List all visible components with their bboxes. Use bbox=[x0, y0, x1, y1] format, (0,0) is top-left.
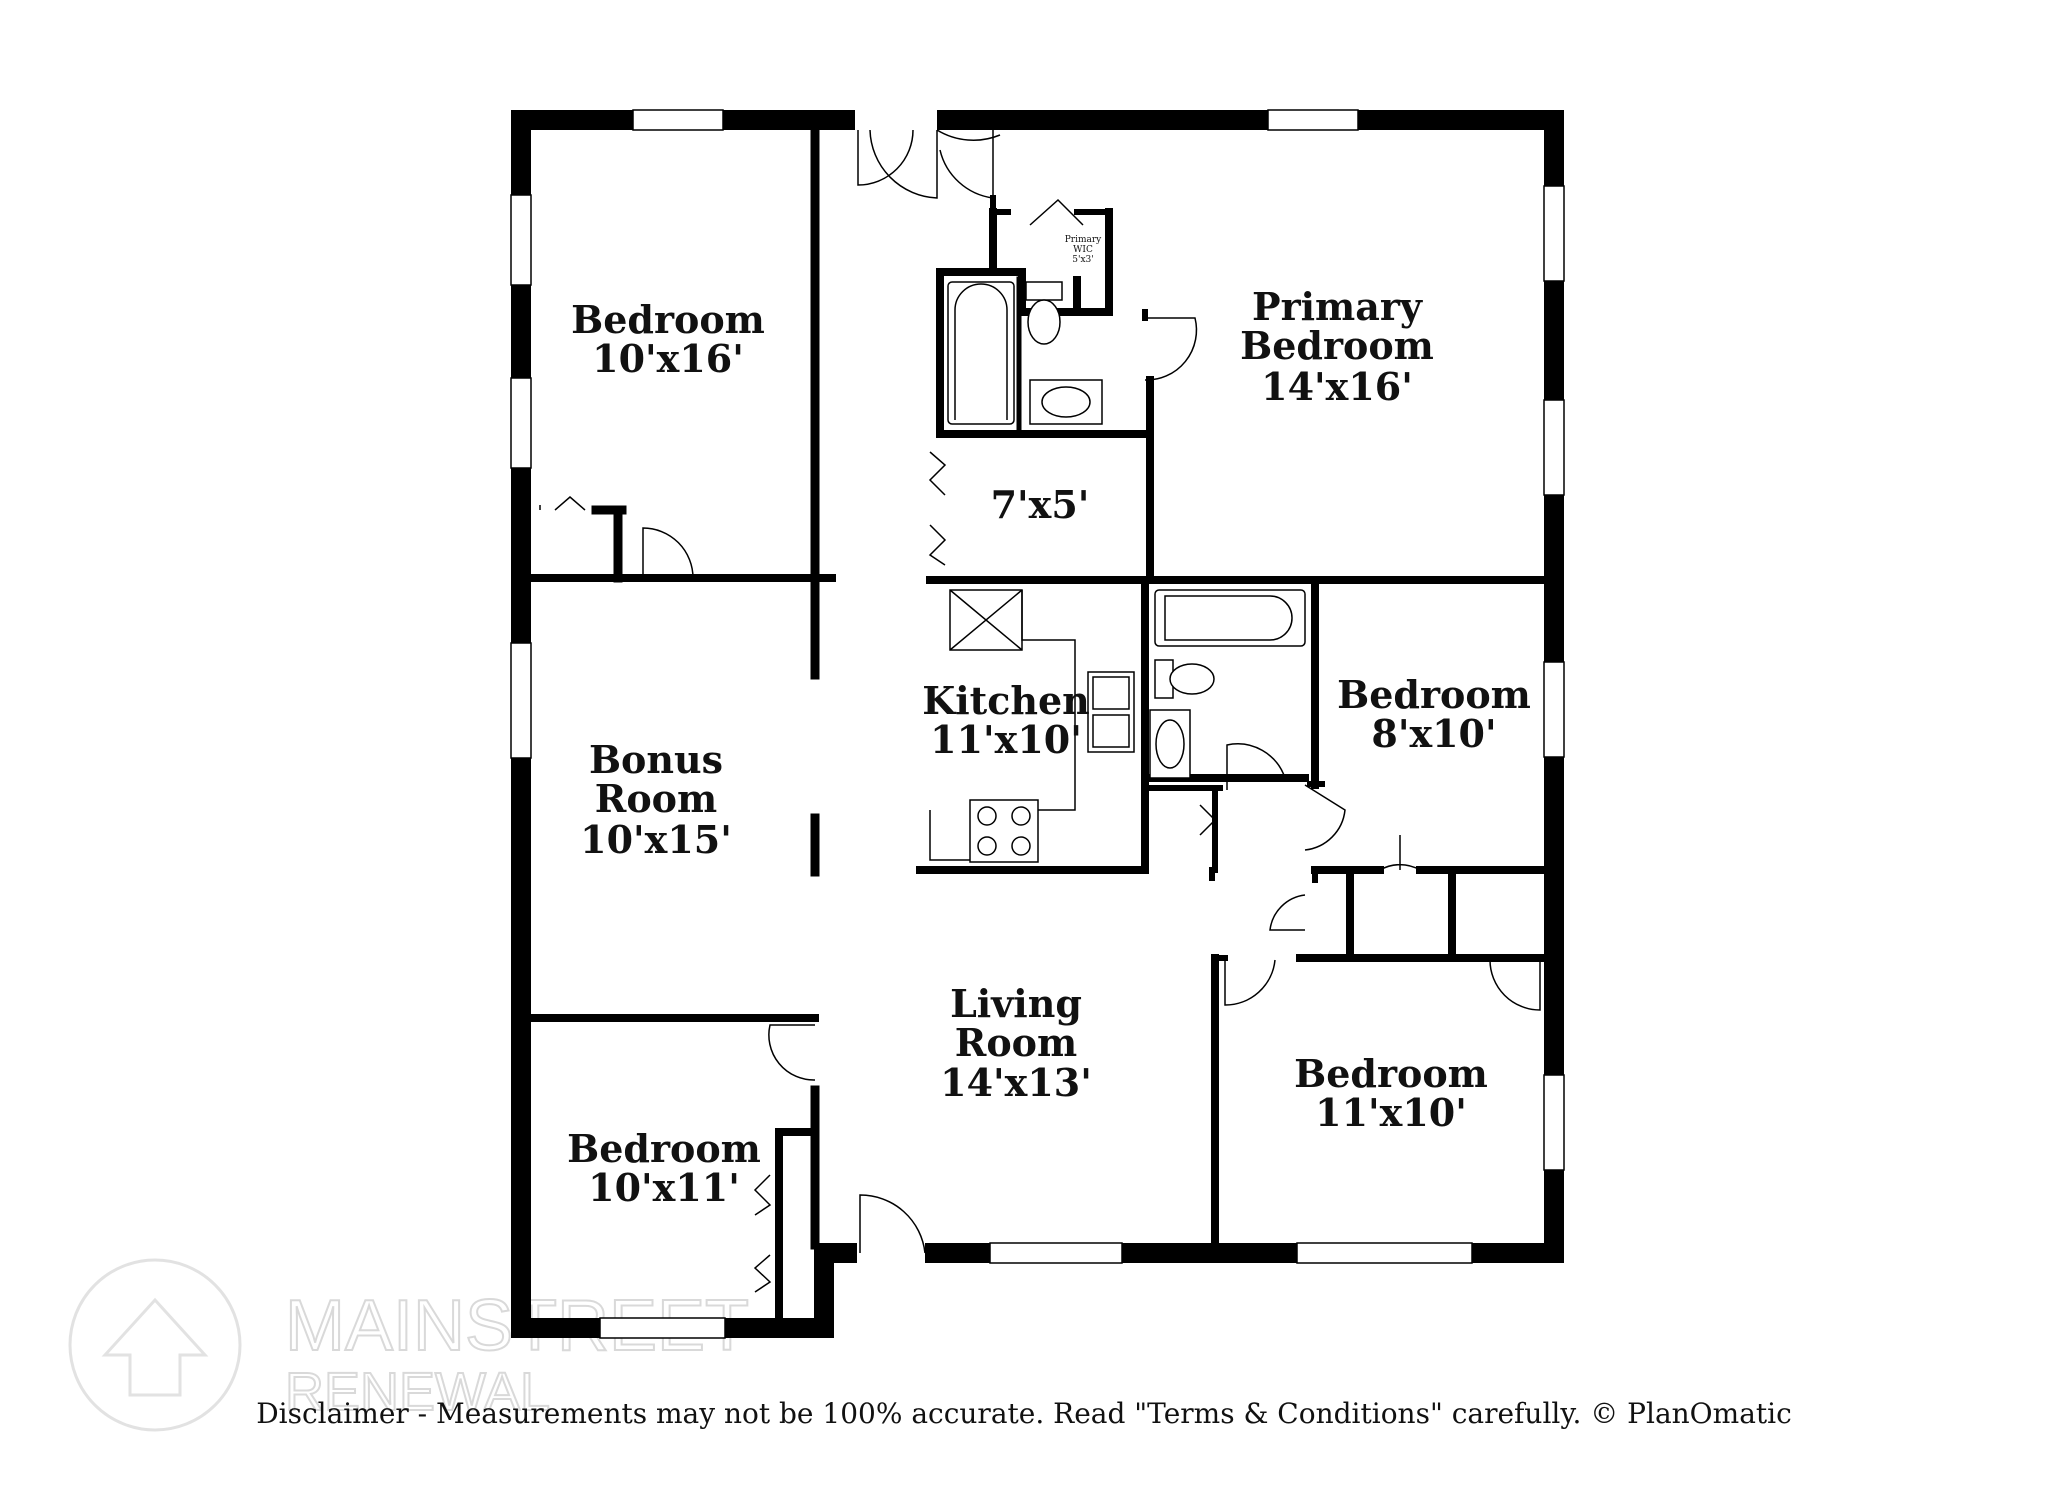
room-name-primary-wic-line1: Primary bbox=[1065, 235, 1102, 245]
window bbox=[1543, 399, 1565, 496]
room-name-bedroom-e: Bedroom bbox=[1337, 672, 1531, 717]
windows bbox=[510, 109, 1565, 1339]
door-swing bbox=[857, 129, 914, 186]
room-size-kitchen: 11'x10' bbox=[930, 717, 1082, 762]
room-name-living-line1: Living bbox=[950, 981, 1082, 1026]
room-size-bonus: 10'x15' bbox=[580, 817, 732, 862]
bathtub-icon bbox=[1154, 589, 1306, 647]
room-size-primary-wic: 5'x3' bbox=[1072, 255, 1093, 265]
counter bbox=[929, 590, 1076, 861]
room-name-bonus-line1: Bonus bbox=[589, 737, 723, 782]
room-name-bonus-line2: Room bbox=[595, 776, 717, 821]
watermark-logo-icon bbox=[68, 1258, 242, 1432]
room-labels: Bedroom 10'x16' Primary Bedroom 14'x16' … bbox=[567, 235, 1531, 1210]
room-size-bedroom-e: 8'x10' bbox=[1371, 711, 1496, 756]
room-size-bedroom-nw: 10'x16' bbox=[592, 336, 744, 381]
room-size-closet: 7'x5' bbox=[991, 482, 1090, 527]
fixtures bbox=[929, 281, 1306, 863]
bathtub-icon bbox=[947, 281, 1015, 425]
room-name-primary-wic-line2: WIC bbox=[1073, 245, 1093, 255]
window bbox=[510, 377, 532, 469]
watermark-line2: RENEWAL bbox=[285, 1362, 550, 1422]
room-name-bedroom-se: Bedroom bbox=[1294, 1051, 1488, 1096]
room-size-primary: 14'x16' bbox=[1261, 364, 1413, 409]
window bbox=[1267, 109, 1359, 131]
window bbox=[1543, 1074, 1565, 1171]
toilet-icon bbox=[1025, 281, 1063, 301]
room-name-bedroom-sw: Bedroom bbox=[567, 1126, 761, 1171]
window bbox=[510, 642, 532, 759]
room-name-living-line2: Room bbox=[955, 1020, 1077, 1065]
room-name-primary-line1: Primary bbox=[1252, 284, 1423, 329]
room-name-kitchen: Kitchen bbox=[922, 678, 1090, 723]
window bbox=[632, 109, 724, 131]
window bbox=[1296, 1242, 1473, 1264]
room-name-bedroom-nw: Bedroom bbox=[571, 297, 765, 342]
window bbox=[1543, 185, 1565, 282]
window bbox=[989, 1242, 1123, 1264]
window bbox=[510, 194, 532, 286]
doors bbox=[539, 108, 1541, 1293]
window bbox=[599, 1317, 726, 1339]
room-size-bedroom-se: 11'x10' bbox=[1315, 1090, 1467, 1135]
room-name-primary-line2: Bedroom bbox=[1240, 323, 1434, 368]
room-size-bedroom-sw: 10'x11' bbox=[588, 1165, 740, 1210]
room-size-living: 14'x13' bbox=[940, 1060, 1092, 1105]
disclaimer: Disclaimer - Measurements may not be 100… bbox=[256, 1397, 1792, 1430]
window bbox=[1543, 661, 1565, 758]
